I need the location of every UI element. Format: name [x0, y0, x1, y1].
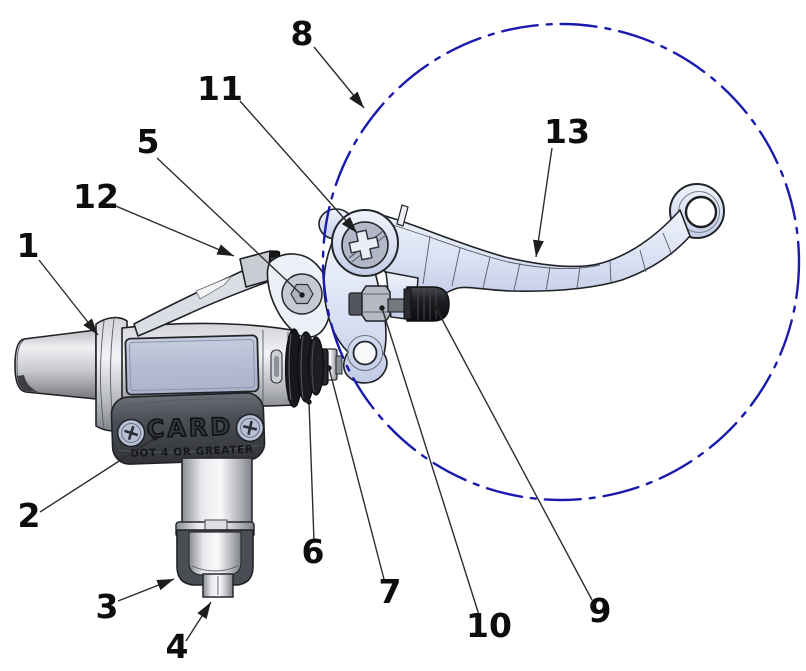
callout-labels: 1 2 3 4 5 6 7 8 9 10 11 12 13: [17, 14, 612, 666]
callout-6: 6: [302, 532, 325, 571]
cable-pin: [396, 204, 409, 227]
leader-line-8: [313, 46, 365, 109]
callout-3: 3: [96, 587, 119, 626]
callout-4: 4: [166, 627, 189, 666]
leader-line-10: [381, 307, 480, 616]
dust-cup-piston: [188, 531, 242, 576]
leader-line-11: [239, 100, 358, 234]
adjuster-stub: [348, 292, 364, 316]
leader-line-12: [110, 203, 235, 257]
perch-arm-highlight: [195, 275, 233, 300]
reservoir-cap: CARD DOT 4 OR GREATER: [110, 392, 266, 465]
leader-line-1: [38, 259, 99, 336]
lever-assembly: [318, 183, 725, 384]
reservoir-window: [124, 334, 260, 396]
perch-arm: [133, 260, 271, 337]
piston-and-boot: [284, 328, 343, 408]
leader-line-2: [39, 437, 156, 513]
callout-10: 10: [466, 606, 512, 645]
callout-11: 11: [197, 69, 243, 108]
brand-logo: CARD: [146, 412, 234, 443]
callout-8: 8: [291, 14, 314, 53]
callout-9: 9: [589, 591, 612, 630]
adjuster-knob: [403, 286, 450, 322]
leader-line-9: [435, 307, 593, 601]
adjuster-locknut: [361, 285, 391, 322]
leader-line-6: [308, 401, 315, 542]
leader-line-5: [156, 157, 303, 296]
lever-perch: [133, 250, 332, 339]
bracket-ring: [347, 335, 383, 371]
leader-line-13: [533, 147, 553, 258]
callout-5: 5: [137, 122, 160, 161]
cylinder-bore: [181, 457, 253, 525]
callout-2: 2: [18, 496, 41, 535]
master-cylinder: CARD DOT 4 OR GREATER: [14, 316, 298, 598]
leader-line-3: [117, 578, 175, 602]
leader-line-7: [328, 367, 386, 584]
callout-7: 7: [379, 572, 402, 611]
bracket-hole: [352, 340, 378, 366]
cap-screw-right: [235, 413, 265, 443]
handlebar: [14, 329, 97, 400]
cap-spec-label: DOT 4 OR GREATER: [130, 444, 254, 460]
callout-13: 13: [544, 112, 590, 151]
leader-lines: [38, 46, 593, 642]
callout-1: 1: [17, 226, 40, 265]
handlebar-end-shadow: [17, 375, 38, 392]
callout-12: 12: [73, 177, 119, 216]
cap-screw-left: [116, 418, 146, 448]
piston-boot: [284, 328, 329, 408]
leader-line-4: [185, 601, 212, 642]
detail-circle: [321, 22, 801, 502]
